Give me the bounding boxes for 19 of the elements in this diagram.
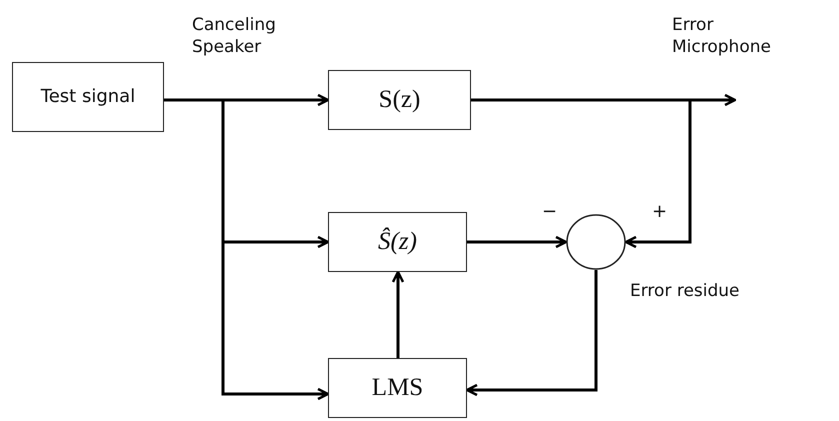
arrow xyxy=(466,270,598,396)
block-label: Ŝ(z) xyxy=(378,228,417,256)
arrow xyxy=(392,270,404,358)
block-label: Test signal xyxy=(40,85,136,109)
speaker-label: Canceling Speaker xyxy=(192,14,276,58)
block-label: LMS xyxy=(372,374,424,402)
process-box xyxy=(328,358,467,418)
sign-label: − xyxy=(542,200,558,224)
arrow xyxy=(471,98,692,248)
process-box xyxy=(328,70,471,130)
block-label: S(z) xyxy=(378,86,420,114)
process-box xyxy=(12,62,164,132)
junction-caption: Error residue xyxy=(630,280,740,302)
summing-junction-circle xyxy=(566,214,626,270)
arrow xyxy=(467,236,568,248)
microphone-label: Error Microphone xyxy=(672,14,771,58)
arrow xyxy=(164,98,330,400)
process-box xyxy=(328,212,467,272)
sign-label: + xyxy=(652,200,668,224)
